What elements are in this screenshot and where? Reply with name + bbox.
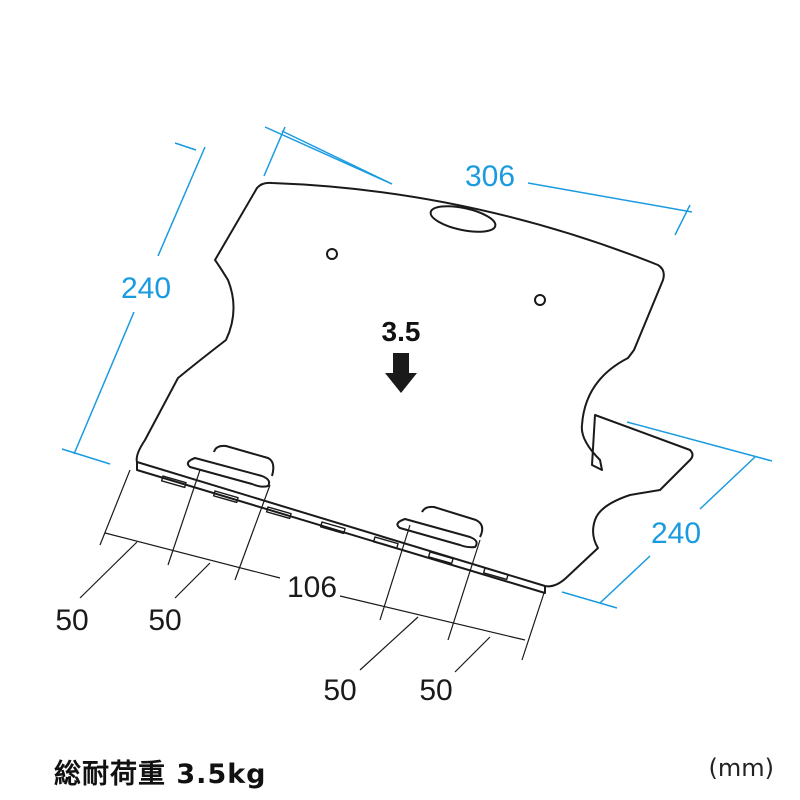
load-value: 3.5 xyxy=(382,316,421,347)
dim-width-top: 306 xyxy=(465,160,515,193)
stand-outline xyxy=(135,181,694,594)
unit-label: (mm) xyxy=(708,754,774,782)
dim-bottom-span: 106 xyxy=(287,571,337,604)
screw-hole xyxy=(326,248,338,260)
handle-hole xyxy=(429,205,497,233)
load-arrow-icon xyxy=(385,353,417,393)
bottom-dimension-lines xyxy=(79,469,546,673)
dim-bottom-left-b: 50 xyxy=(148,604,181,637)
dim-height-left: 240 xyxy=(121,272,171,305)
dim-bottom-left-a: 50 xyxy=(55,604,88,637)
lip-slots xyxy=(160,475,509,581)
load-capacity-caption: 総耐荷重 3.5kg xyxy=(54,759,267,790)
dim-depth-right: 240 xyxy=(651,517,701,550)
screw-hole xyxy=(534,294,546,306)
stopper-right xyxy=(396,505,484,549)
dim-bottom-right-a: 50 xyxy=(323,674,356,707)
stopper-left xyxy=(186,444,275,488)
dim-bottom-right-b: 50 xyxy=(419,674,452,707)
blue-dimension-lines xyxy=(61,126,773,609)
